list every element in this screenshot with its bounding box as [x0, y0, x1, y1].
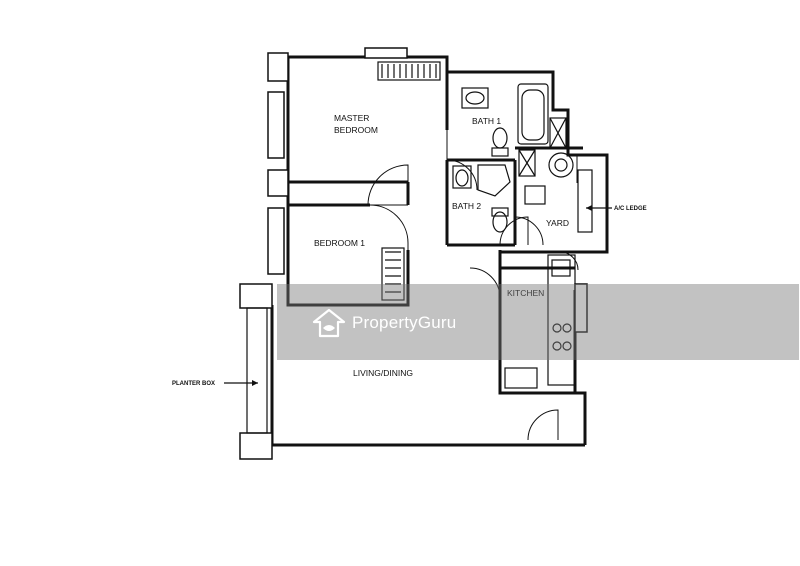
master-bedroom-label-2: BEDROOM — [334, 125, 378, 135]
planter-box-arrow — [252, 380, 258, 386]
watermark-band — [277, 284, 799, 360]
bath2-fixtures — [452, 164, 511, 233]
watermark-brand-text: PropertyGuru — [352, 313, 457, 332]
living-dining-label: LIVING/DINING — [353, 368, 413, 378]
wardrobes — [377, 61, 441, 301]
ac-ledge-arrow — [586, 205, 592, 211]
callouts: A/C LEDGE PLANTER BOX — [172, 205, 647, 387]
bath1-fixtures — [461, 83, 567, 157]
propertyguru-logo-icon — [312, 308, 346, 338]
bedroom1-label: BEDROOM 1 — [314, 238, 365, 248]
room-labels: MASTER BEDROOM BATH 1 BATH 2 YARD BEDROO… — [314, 113, 569, 378]
kitchen-label: KITCHEN — [507, 288, 544, 298]
kitchen-fixtures — [504, 254, 588, 389]
interior-walls — [288, 72, 583, 270]
bath1-label: BATH 1 — [472, 116, 501, 126]
planter-box-label: PLANTER BOX — [172, 381, 215, 387]
left-columns — [239, 47, 408, 460]
doors — [367, 130, 586, 441]
bath2-label: BATH 2 — [452, 201, 481, 211]
master-bedroom-label-1: MASTER — [334, 113, 369, 123]
yard-fixtures — [518, 149, 593, 233]
ac-ledge-label: A/C LEDGE — [614, 206, 647, 212]
yard-label: YARD — [546, 218, 569, 228]
outer-walls — [270, 55, 609, 447]
watermark: PropertyGuru — [312, 306, 456, 340]
